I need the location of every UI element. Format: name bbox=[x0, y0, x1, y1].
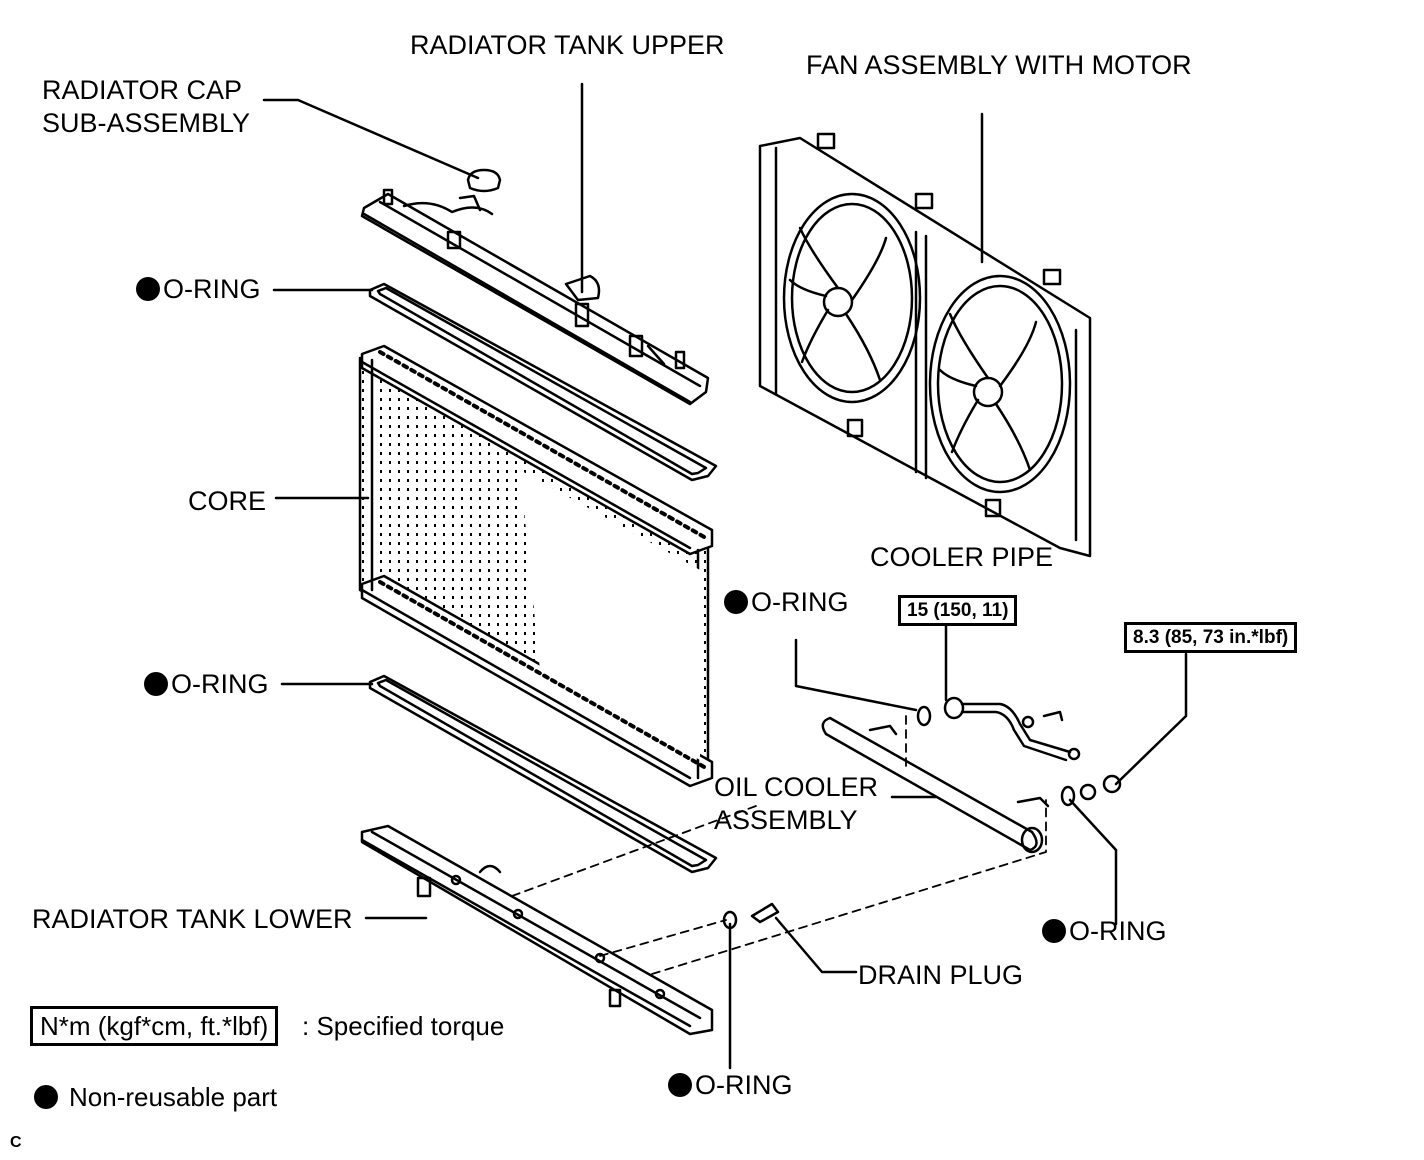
radiator-tank-upper-label: RADIATOR TANK UPPER bbox=[410, 30, 725, 60]
o-ring-cooler-label: O-RING bbox=[724, 589, 849, 616]
torque-legend-description: : Specified torque bbox=[302, 1011, 505, 1041]
radiator-tank-lower-label: RADIATOR TANK LOWER bbox=[32, 904, 353, 934]
cooler-pipe-torque-box: 15 (150, 11) bbox=[898, 595, 1018, 626]
upper-o-ring-part bbox=[368, 282, 718, 482]
o-ring-text: O-RING bbox=[1069, 916, 1167, 946]
oil-cooler-part bbox=[821, 716, 1050, 854]
radiator-cap-part bbox=[466, 168, 502, 193]
fittings-part bbox=[722, 774, 1122, 930]
corner-code: C bbox=[10, 1134, 22, 1151]
lower-o-ring-part bbox=[368, 674, 718, 874]
o-ring-text: O-RING bbox=[171, 669, 269, 699]
assembly-guides bbox=[511, 715, 1047, 975]
non-reusable-legend-text: Non-reusable part bbox=[69, 1082, 278, 1112]
radiator-tank-lower-part bbox=[360, 824, 714, 1036]
fan-assembly-label: FAN ASSEMBLY WITH MOTOR bbox=[806, 50, 1192, 80]
o-ring-drain-label: O-RING bbox=[668, 1072, 793, 1099]
union-torque-box: 8.3 (85, 73 in.*lbf) bbox=[1124, 622, 1298, 653]
non-reusable-marker-icon bbox=[34, 1085, 58, 1109]
o-ring-text: O-RING bbox=[163, 274, 261, 304]
drain-plug-label: DRAIN PLUG bbox=[858, 960, 1024, 990]
o-ring-upper-label: O-RING bbox=[136, 276, 261, 303]
core-label: CORE bbox=[188, 486, 267, 516]
radiator-tank-upper-part bbox=[360, 188, 710, 406]
non-reusable-marker-icon bbox=[668, 1073, 692, 1097]
o-ring-union-label: O-RING bbox=[1042, 918, 1167, 945]
radiator-core-part bbox=[358, 344, 714, 788]
non-reusable-marker-icon bbox=[144, 672, 168, 696]
radiator-cap-label: RADIATOR CAP SUB-ASSEMBLY bbox=[42, 75, 251, 138]
non-reusable-marker-icon bbox=[1042, 919, 1066, 943]
fan-assembly-part bbox=[758, 132, 1092, 558]
o-ring-text: O-RING bbox=[695, 1070, 793, 1100]
o-ring-lower-label: O-RING bbox=[144, 671, 269, 698]
cooler-pipe-label: COOLER PIPE bbox=[870, 542, 1054, 572]
non-reusable-marker-icon bbox=[724, 590, 748, 614]
non-reusable-legend: Non-reusable part bbox=[34, 1084, 277, 1110]
o-ring-text: O-RING bbox=[751, 587, 849, 617]
cooler-pipe-part bbox=[916, 696, 1081, 762]
non-reusable-marker-icon bbox=[136, 277, 160, 301]
leader-lines bbox=[262, 82, 1188, 1070]
oil-cooler-label: OIL COOLER ASSEMBLY bbox=[714, 772, 879, 835]
torque-legend-box: N*m (kgf*cm, ft.*lbf) bbox=[30, 1006, 279, 1046]
